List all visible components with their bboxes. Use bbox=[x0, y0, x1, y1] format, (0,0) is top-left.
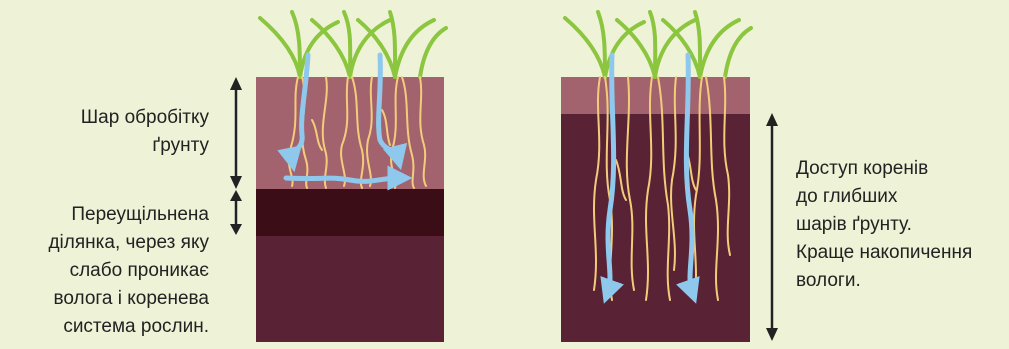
deep-access-label: Доступ коренів до глибших шарів ґрунту. … bbox=[796, 155, 972, 295]
tillage-layer-label: Шар обробітку ґрунту bbox=[81, 104, 209, 160]
left-soil-profile bbox=[256, 77, 444, 342]
topsoil-layer bbox=[561, 77, 750, 114]
left-grass-icon bbox=[260, 12, 446, 77]
right-soil-profile bbox=[561, 77, 750, 342]
tillage-depth-arrow-icon bbox=[230, 77, 242, 189]
compacted-zone-label-line: Переущільнена bbox=[48, 201, 209, 229]
compacted-zone-label-line: слабо проникає bbox=[48, 257, 209, 285]
left-water-arrow-3 bbox=[286, 178, 400, 181]
compacted-zone-label-line: ділянка, через яку bbox=[48, 229, 209, 257]
tillage-layer-label-line: Шар обробітку bbox=[81, 104, 209, 132]
deep-subsoil-layer bbox=[561, 114, 750, 342]
tillage-layer-label-line: ґрунту bbox=[81, 132, 209, 160]
deep-access-label-line: вологи. bbox=[796, 267, 972, 295]
deep-access-label-line: Краще накопичення bbox=[796, 239, 972, 267]
compacted-zone-label-line: волога і коренева bbox=[48, 285, 209, 313]
subsoil-layer bbox=[256, 236, 444, 342]
compacted-depth-arrow-icon bbox=[230, 190, 242, 235]
right-grass-icon bbox=[565, 12, 751, 77]
deep-access-label-line: до глибших bbox=[796, 183, 972, 211]
compacted-layer bbox=[256, 189, 444, 236]
deep-access-label-line: шарів ґрунту. bbox=[796, 211, 972, 239]
compacted-zone-label-line: система рослин. bbox=[48, 313, 209, 341]
tillage-layer bbox=[256, 77, 444, 189]
deep-root-depth-arrow-icon bbox=[766, 113, 778, 341]
compacted-zone-label: Переущільнена ділянка, через яку слабо п… bbox=[48, 201, 209, 341]
deep-access-label-line: Доступ коренів bbox=[796, 155, 972, 183]
